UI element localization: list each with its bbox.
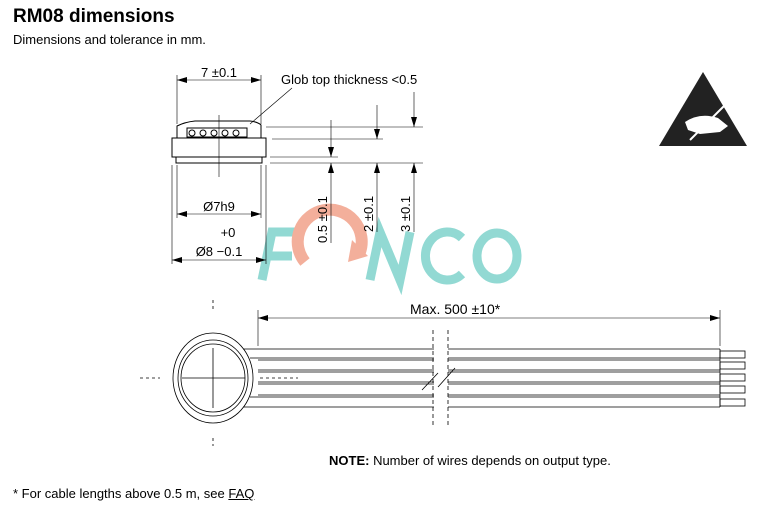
note-text: Number of wires depends on output type.: [369, 453, 611, 468]
outer-diameter-tolerance: +0: [221, 225, 236, 240]
outer-diameter-dimension: Ø8 −0.1: [196, 244, 243, 259]
glob-label: Glob top thickness <0.5: [281, 72, 417, 87]
note-label: NOTE:: [329, 453, 370, 468]
wires-note: NOTE: Number of wires depends on output …: [329, 453, 611, 468]
width-dimension: 7 ±0.1: [201, 65, 237, 80]
watermark-letter-o: [472, 228, 522, 284]
dim-0-5: 0.5 ±0.1: [315, 196, 330, 243]
footnote-text: * For cable lengths above 0.5 m, see: [13, 486, 229, 501]
fenco-watermark: [257, 203, 522, 296]
dim-3: 3 ±0.1: [398, 196, 413, 232]
watermark-letter-n: [365, 216, 415, 296]
cable-length-dimension: Max. 500 ±10*: [410, 301, 501, 317]
dim-2: 2 ±0.1: [361, 196, 376, 232]
footnote: * For cable lengths above 0.5 m, see FAQ: [13, 486, 254, 501]
watermark-letter-f: [257, 227, 302, 281]
faq-link[interactable]: FAQ: [228, 486, 255, 501]
esd-warning-icon: [659, 72, 747, 146]
sensor-side-view: [171, 75, 423, 264]
page-title: RM08 dimensions: [13, 6, 175, 27]
watermark-letter-c: [421, 227, 466, 285]
page-subtitle: Dimensions and tolerance in mm.: [13, 32, 206, 47]
watermark-letter-e: [291, 203, 368, 266]
inner-diameter-dimension: Ø7h9: [203, 199, 235, 214]
sensor-top-view: [140, 300, 746, 446]
